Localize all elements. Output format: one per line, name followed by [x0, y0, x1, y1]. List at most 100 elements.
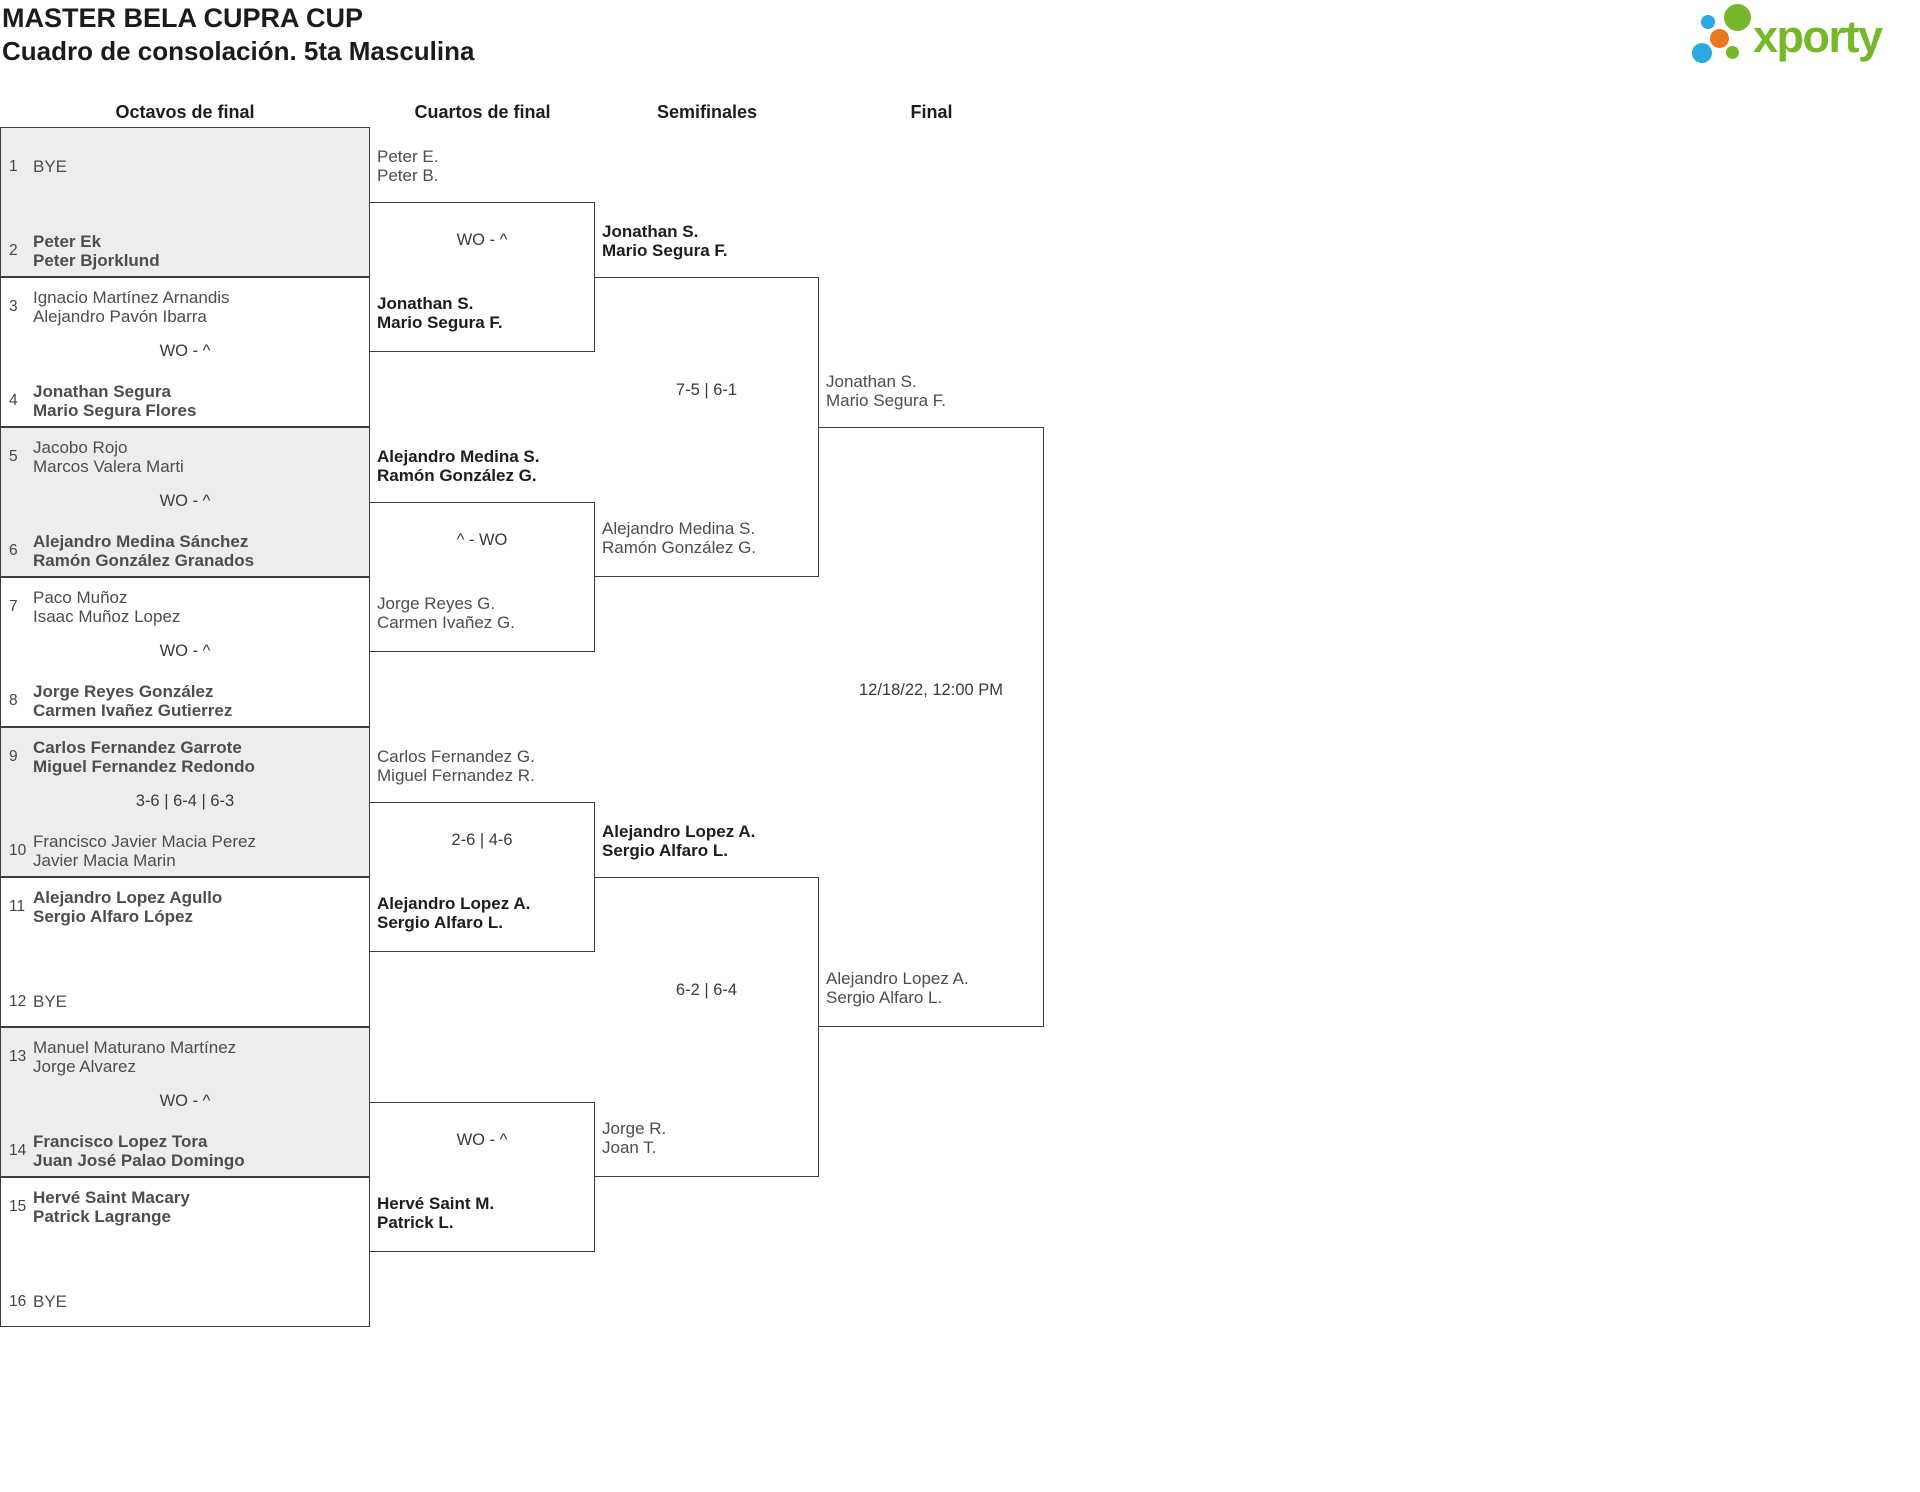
round-header-semifinales: Semifinales — [656, 102, 758, 122]
match-score: 6-2 | 6-4 — [675, 981, 738, 999]
final-match: Jonathan S. Mario Segura F. 12/18/22, 12… — [819, 372, 1044, 1027]
team-slot-5: 5 Jacobo Rojo Marcos Valera Marti — [9, 438, 365, 476]
logo-dot-blue-icon — [1692, 43, 1712, 63]
team-name: Peter Bjorklund — [33, 251, 160, 270]
match-score: 7-5 | 6-1 — [675, 381, 738, 399]
match-score: WO - ^ — [456, 231, 508, 249]
r16-match-6: 11 Alejandro Lopez Agullo Sergio Alfaro … — [0, 877, 370, 1027]
logo-dot-green-large-icon — [1724, 4, 1751, 31]
team-name: Carmen Ivañez G. — [377, 613, 515, 632]
team-name: Francisco Lopez Tora — [33, 1132, 208, 1151]
team-name: Alejandro Lopez A. — [826, 969, 969, 988]
team-slot-13: 13 Manuel Maturano Martínez Jorge Alvare… — [9, 1038, 365, 1076]
team-name: Alejandro Pavón Ibarra — [33, 307, 207, 326]
team-name: Patrick L. — [377, 1213, 454, 1232]
team-name: BYE — [33, 1292, 68, 1311]
logo-dot-blue-small-icon — [1701, 15, 1715, 29]
logo-dot-orange-icon — [1710, 29, 1729, 48]
team-name: Sergio Alfaro López — [33, 907, 193, 926]
team-name: Juan José Palao Domingo — [33, 1151, 245, 1170]
round-header-octavos: Octavos de final — [115, 102, 255, 122]
qf1-top-team: Peter E. Peter B. — [377, 147, 592, 185]
team-name: Mario Segura Flores — [33, 401, 197, 420]
team-name: Jorge Reyes G. — [377, 594, 496, 613]
team-name: Patrick Lagrange — [33, 1207, 171, 1226]
qf3-bottom-team: Alejandro Lopez A. Sergio Alfaro L. — [377, 894, 592, 932]
seed-number: 15 — [9, 1198, 27, 1215]
round-header-final: Final — [910, 102, 953, 122]
team-slot-16: 16 BYE — [9, 1292, 365, 1311]
team-slot-7: 7 Paco Muñoz Isaac Muñoz Lopez — [9, 588, 365, 626]
logo-wordmark: xporty — [1753, 11, 1883, 62]
team-name: Sergio Alfaro L. — [602, 841, 728, 860]
sf-match-2: Alejandro Lopez A. Sergio Alfaro L. 6-2 … — [595, 822, 819, 1177]
sf2-bottom-team: Jorge R. Joan T. — [602, 1119, 816, 1157]
page-subtitle: Cuadro de consolación. 5ta Masculina — [2, 36, 475, 66]
team-name: Mario Segura F. — [377, 313, 503, 332]
team-name: BYE — [33, 992, 68, 1011]
team-slot-10: 10 Francisco Javier Macia Perez Javier M… — [9, 832, 365, 870]
team-name: Peter B. — [377, 166, 439, 185]
sf2-top-team: Alejandro Lopez A. Sergio Alfaro L. — [602, 822, 816, 860]
team-slot-1: 1 BYE — [9, 157, 365, 176]
team-name: Ramón González Granados — [33, 551, 255, 570]
r16-match-8: 15 Hervé Saint Macary Patrick Lagrange 1… — [0, 1177, 370, 1327]
seed-number: 9 — [9, 748, 18, 765]
round-header-cuartos: Cuartos de final — [414, 102, 551, 122]
team-name: Jorge Alvarez — [33, 1057, 136, 1076]
team-name: Jorge Reyes González — [33, 682, 214, 701]
team-name: Hervé Saint M. — [377, 1194, 495, 1213]
team-name: Alejandro Medina S. — [377, 447, 540, 466]
team-slot-8: 8 Jorge Reyes González Carmen Ivañez Gut… — [9, 682, 365, 720]
seed-number: 2 — [9, 242, 18, 259]
team-slot-12: 12 BYE — [9, 992, 365, 1011]
seed-number: 5 — [9, 448, 18, 465]
team-name: Ramón González G. — [602, 538, 757, 557]
final-bottom-team: Alejandro Lopez A. Sergio Alfaro L. — [826, 969, 1041, 1007]
seed-number: 11 — [9, 898, 26, 915]
team-name: Peter E. — [377, 147, 439, 166]
match-score: WO - ^ — [159, 492, 211, 510]
seed-number: 7 — [9, 598, 18, 615]
seed-number: 10 — [9, 842, 27, 859]
team-slot-4: 4 Jonathan Segura Mario Segura Flores — [9, 382, 365, 420]
team-name: Miguel Fernandez R. — [377, 766, 535, 785]
match-score: 2-6 | 4-6 — [451, 831, 513, 849]
team-name: Joan T. — [602, 1138, 657, 1157]
team-slot-11: 11 Alejandro Lopez Agullo Sergio Alfaro … — [9, 888, 365, 926]
team-name: Marcos Valera Marti — [33, 457, 184, 476]
logo-dot-green-small-icon — [1726, 46, 1739, 59]
r16-match-2: 3 Ignacio Martínez Arnandis Alejandro Pa… — [0, 277, 370, 427]
team-name: Javier Macia Marin — [33, 851, 176, 870]
team-name: Jonathan S. — [377, 294, 474, 313]
seed-number: 14 — [9, 1142, 27, 1159]
team-slot-3: 3 Ignacio Martínez Arnandis Alejandro Pa… — [9, 288, 365, 326]
match-score: WO - ^ — [456, 1131, 508, 1149]
match-score: 3-6 | 6-4 | 6-3 — [135, 792, 235, 810]
r16-match-5: 9 Carlos Fernandez Garrote Miguel Fernan… — [0, 727, 370, 877]
r16-match-7: 13 Manuel Maturano Martínez Jorge Alvare… — [0, 1027, 370, 1177]
match-score: WO - ^ — [159, 342, 211, 360]
qf2-bottom-team: Jorge Reyes G. Carmen Ivañez G. — [377, 594, 592, 632]
team-slot-9: 9 Carlos Fernandez Garrote Miguel Fernan… — [9, 738, 365, 776]
team-name: Jacobo Rojo — [33, 438, 128, 457]
team-name: Mario Segura F. — [826, 391, 946, 410]
team-name: Sergio Alfaro L. — [826, 988, 943, 1007]
team-name: Carlos Fernandez G. — [377, 747, 535, 766]
team-name: Carlos Fernandez Garrote — [33, 738, 242, 757]
team-name: Mario Segura F. — [602, 241, 728, 260]
r16-match-3: 5 Jacobo Rojo Marcos Valera Marti WO - ^… — [0, 427, 370, 577]
team-name: Peter Ek — [33, 232, 102, 251]
qf4-bottom-team: Hervé Saint M. Patrick L. — [377, 1194, 592, 1232]
team-slot-2: 2 Peter Ek Peter Bjorklund — [9, 232, 365, 270]
sf-match-1: Jonathan S. Mario Segura F. 7-5 | 6-1 Al… — [595, 222, 819, 577]
sf1-top-team: Jonathan S. Mario Segura F. — [602, 222, 816, 260]
team-name: Jonathan Segura — [33, 382, 171, 401]
sf1-bottom-team: Alejandro Medina S. Ramón González G. — [602, 519, 816, 557]
team-name: Jonathan S. — [602, 222, 699, 241]
team-name: Alejandro Lopez Agullo — [33, 888, 223, 907]
team-name: Alejandro Medina S. — [602, 519, 756, 538]
seed-number: 1 — [9, 157, 18, 175]
team-slot-14: 14 Francisco Lopez Tora Juan José Palao … — [9, 1132, 365, 1170]
team-slot-6: 6 Alejandro Medina Sánchez Ramón Gonzále… — [9, 532, 365, 570]
